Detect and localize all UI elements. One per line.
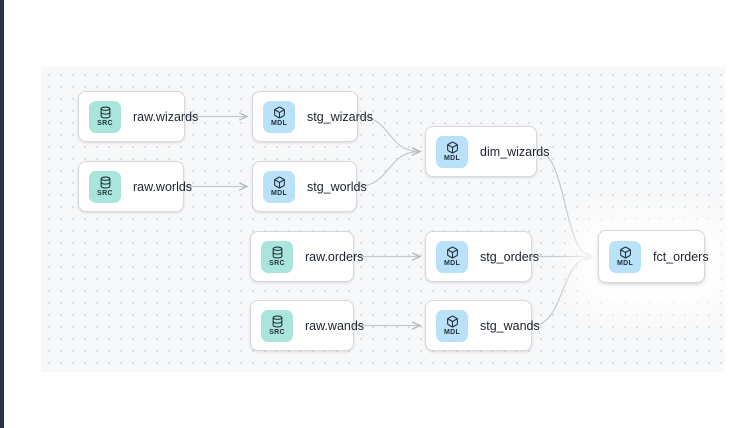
badge-type-label: MDL <box>443 260 461 267</box>
cube-icon <box>619 246 631 259</box>
model-badge: MDL <box>436 309 468 342</box>
model-badge: MDL <box>436 240 468 273</box>
database-icon <box>100 176 110 189</box>
cube-icon <box>446 246 458 259</box>
node-label: stg_wizards <box>307 109 373 124</box>
node-label: fct_orders <box>653 249 709 264</box>
model-badge: MDL <box>436 135 468 168</box>
node-raw-orders[interactable]: SRC raw.orders <box>250 231 363 282</box>
node-dim_wizards[interactable]: MDL dim_wizards <box>425 126 549 177</box>
node-raw-wands[interactable]: SRC raw.wands <box>250 300 364 351</box>
source-badge: SRC <box>89 100 121 133</box>
badge-type-label: MDL <box>270 190 288 197</box>
node-label: dim_wizards <box>480 144 550 159</box>
badge-type-label: SRC <box>269 329 285 336</box>
node-stg_worlds[interactable]: MDL stg_worlds <box>252 161 367 212</box>
node-label: raw.orders <box>305 249 364 264</box>
model-badge: MDL <box>263 100 295 133</box>
node-label: raw.worlds <box>133 179 193 194</box>
badge-type-label: SRC <box>97 190 113 197</box>
node-raw-wizards[interactable]: SRC raw.wizards <box>78 91 198 142</box>
database-icon <box>272 246 282 259</box>
source-badge: SRC <box>261 240 293 273</box>
cube-icon <box>273 176 285 189</box>
source-badge: SRC <box>261 309 293 342</box>
badge-type-label: MDL <box>270 120 288 127</box>
database-icon <box>100 106 110 119</box>
badge-type-label: SRC <box>97 120 113 127</box>
node-label: stg_worlds <box>307 179 367 194</box>
badge-type-label: SRC <box>269 260 285 267</box>
node-stg_wands[interactable]: MDL stg_wands <box>425 300 540 351</box>
node-fct_orders[interactable]: MDL fct_orders <box>598 230 709 283</box>
node-label: stg_orders <box>480 249 540 264</box>
cube-icon <box>446 315 458 328</box>
node-label: raw.wands <box>305 318 365 333</box>
node-label: stg_wands <box>480 318 540 333</box>
cube-icon <box>446 141 458 154</box>
node-stg_wizards[interactable]: MDL stg_wizards <box>252 91 373 142</box>
model-badge: MDL <box>263 170 295 203</box>
app-edge-bar-left <box>0 0 4 428</box>
source-badge: SRC <box>89 170 121 203</box>
node-raw-worlds[interactable]: SRC raw.worlds <box>78 161 192 212</box>
badge-type-label: MDL <box>443 329 461 336</box>
badge-type-label: MDL <box>616 260 634 267</box>
node-label: raw.wizards <box>133 109 199 124</box>
model-badge: MDL <box>609 240 641 273</box>
database-icon <box>272 315 282 328</box>
badge-type-label: MDL <box>443 155 461 162</box>
cube-icon <box>273 106 285 119</box>
node-stg_orders[interactable]: MDL stg_orders <box>425 231 539 282</box>
